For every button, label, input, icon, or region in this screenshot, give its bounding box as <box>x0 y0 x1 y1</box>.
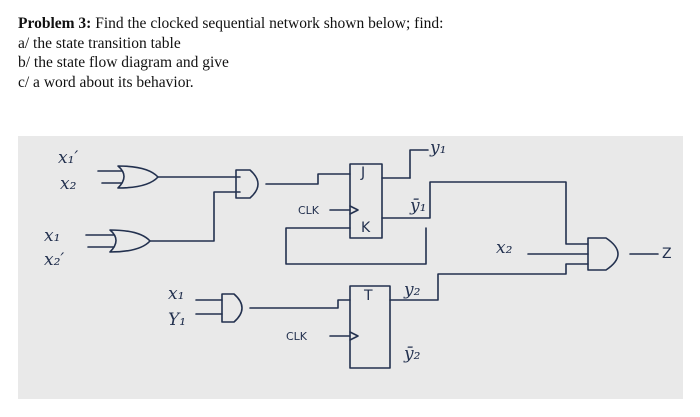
jk-flip-flop <box>349 163 383 239</box>
label-y1: y₁ <box>430 138 447 158</box>
problem-statement: Problem 3: Find the clocked sequential n… <box>18 14 678 92</box>
or-gate-1 <box>117 165 159 189</box>
item-a: a/ the state transition table <box>18 34 181 52</box>
circuit-sketch: x₁′ x₂ x₁ x₂′ x₁ Y₁ x₂ J K CLK y₁ ȳ₁ T … <box>18 136 683 399</box>
wire-jk-q-out <box>409 149 429 179</box>
t-clk-triangle <box>349 331 359 341</box>
label-x1-lower: x₁ <box>168 284 185 304</box>
label-y2-bar: ȳ₂ <box>404 344 421 364</box>
jk-clk-triangle <box>349 205 359 215</box>
label-x1: x₁ <box>44 226 61 246</box>
item-b: b/ the state flow diagram and give <box>18 54 229 71</box>
label-z-output: Z <box>662 246 672 262</box>
label-t: T <box>364 288 373 304</box>
label-clk-t: CLK <box>286 330 308 343</box>
label-x1-prime: x₁′ <box>58 148 79 168</box>
or-gate-2 <box>109 229 151 253</box>
label-j: J <box>361 165 366 181</box>
label-x2: x₂ <box>60 174 77 194</box>
label-k: K <box>361 220 371 236</box>
and-gate-t <box>221 293 243 323</box>
label-x2-output-gate: x₂ <box>496 238 513 258</box>
t-flip-flop <box>349 285 391 369</box>
problem-label: Problem 3: <box>18 15 92 32</box>
label-y2: y₂ <box>404 280 421 300</box>
label-y1-input: Y₁ <box>168 310 187 330</box>
wire-to-k <box>285 227 427 265</box>
wire-t-q <box>389 263 589 301</box>
problem-question: Find the clocked sequential network show… <box>95 15 444 32</box>
wire-to-t <box>249 299 351 309</box>
wire-jk-qbar <box>381 181 589 245</box>
label-y1-bar: ȳ₁ <box>410 196 427 216</box>
problem-heading: Problem 3: Find the clocked sequential n… <box>18 14 678 34</box>
label-clk-jk: CLK <box>298 204 320 217</box>
and-gate-jk <box>235 169 259 199</box>
item-c: c/ a word about its behavior. <box>18 73 194 91</box>
and-gate-out <box>587 237 619 271</box>
label-x2-prime: x₂′ <box>44 250 65 270</box>
circuit-drawing <box>85 149 659 369</box>
wire-g2-out <box>149 191 241 242</box>
wire-to-j <box>265 173 351 185</box>
